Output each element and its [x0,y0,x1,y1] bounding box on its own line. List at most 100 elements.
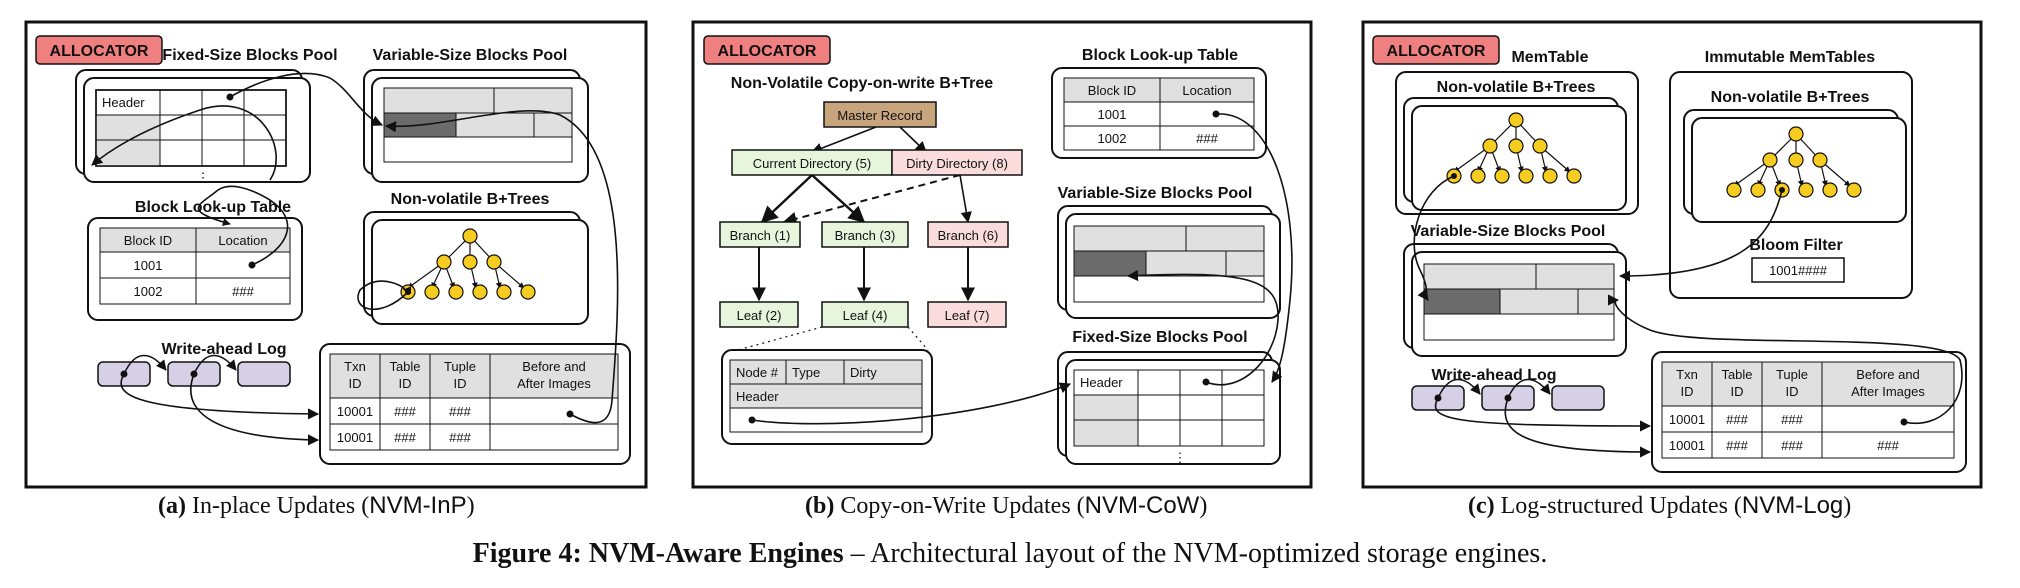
allocator-badge-c [1372,35,1500,65]
wal-c-col-table-2: ID [1731,384,1744,399]
lookup-table-b [1063,77,1255,151]
wal-row-1-table: ### [394,404,416,419]
branch-3-label: Branch (3) [835,228,896,243]
wal-col-table-2: ID [399,376,412,391]
leaf-header: Header [736,389,779,404]
caption-a-text: In-place Updates ( [191,493,370,519]
master-record-label: Master Record [837,108,922,123]
bloom-filter-box [1751,257,1845,283]
fixed-pool-dots-b: ⋮ [1174,450,1187,465]
caption-a-code: NVM-InP [369,492,467,519]
wal-c-row-2-table: ### [1726,438,1748,453]
wal-chain-a [97,354,291,387]
caption-c-code: NVM-Log [1741,492,1844,519]
caption-c-label: (c) [1468,493,1495,519]
leaf-4-label: Leaf (4) [843,308,888,323]
caption-a-label: (a) [158,493,186,519]
caption-c: (c) Log-structured Updates (NVM-Log) [1468,492,1851,520]
wal-c-col-tuple-2: ID [1786,384,1799,399]
lookup-table-a [99,227,291,305]
leaf-7-node [927,301,1007,328]
lookup-col-block-id: Block ID [124,233,172,248]
lookup-row-1001: 1001 [134,258,163,273]
wal-c-row-1-tuple: ### [1781,412,1803,427]
leaf-2-label: Leaf (2) [737,308,782,323]
allocator-label-c: ALLOCATOR [1387,43,1486,60]
panel-c: ALLOCATOR MemTable Non-volatile B+Trees … [1361,20,1983,489]
wal-col-before: Before and [522,359,586,374]
btrees-stack-a [371,219,589,325]
figure-dash: – [850,538,865,569]
leaf-4-node [821,301,909,328]
lookup-b-col-location: Location [1182,83,1231,98]
wal-c-row-1-txn: 10001 [1669,412,1705,427]
variable-pool-title-b: Variable-Size Blocks Pool [1058,185,1253,202]
memtable-title: MemTable [1511,49,1588,66]
wal-c-row-1-table: ### [1726,412,1748,427]
bloom-filter-value: 1001#### [1769,263,1828,278]
dirty-directory-node [891,149,1023,176]
leaf-col-type: Type [792,365,820,380]
cow-tree-nodes [719,101,1023,328]
caption-b-label: (b) [805,493,835,519]
dirty-directory-label: Dirty Directory (8) [906,156,1008,171]
wal-row-1-txn: 10001 [337,404,373,419]
wal-chain-c [1411,378,1605,411]
leaf-2-node [719,301,799,328]
wal-c-col-table: Table [1721,367,1752,382]
wal-row-2-txn: 10001 [337,430,373,445]
fixed-pool-header: Header [102,95,145,110]
lookup-row-1002: 1002 [134,284,163,299]
wal-col-txn-2: ID [349,376,362,391]
master-record-node [823,101,937,128]
lookup-col-location: Location [218,233,267,248]
cow-tree-edges [752,126,975,302]
bloom-filter-title: Bloom Filter [1749,237,1842,254]
wal-c-row-2-tuple: ### [1781,438,1803,453]
panel-a: ALLOCATOR Fixed-Size Blocks Pool Header … [24,20,648,489]
caption-b: (b) Copy-on-Write Updates (NVM-CoW) [805,492,1207,520]
wal-table-a [329,353,619,451]
fixed-pool-dots: ⋮ [197,170,210,185]
wal-title-a: Write-ahead Log [161,341,286,358]
figure-description: Architectural layout of the NVM-optimize… [870,538,1548,569]
wal-col-txn: Txn [344,359,366,374]
panel-a-connectors [91,72,619,446]
leaf-7-label: Leaf (7) [945,308,990,323]
wal-row-1-tuple: ### [449,404,471,419]
fixed-pool-header-b: Header [1080,375,1123,390]
variable-pool-blocks-c [1423,263,1615,341]
allocator-label: ALLOCATOR [50,43,149,60]
wal-row-2-tuple: ### [449,430,471,445]
wal-c-col-before: Before and [1856,367,1920,382]
figure-caption: Figure 4: NVM-Aware Engines – Architectu… [0,538,2020,570]
allocator-label-b: ALLOCATOR [718,43,817,60]
btree-c-imm [1726,126,1862,198]
wal-c-row-2-txn: 10001 [1669,438,1705,453]
wal-c-col-before-2: After Images [1851,384,1925,399]
panel-c-connectors [1413,175,1963,458]
variable-pool-title: Variable-Size Blocks Pool [373,47,568,64]
branch-3-node [821,221,909,248]
wal-row-2-table: ### [394,430,416,445]
wal-table-c [1661,361,1955,459]
branch-1-label: Branch (1) [730,228,791,243]
branch-6-label: Branch (6) [938,228,999,243]
caption-b-code: NVM-CoW [1084,492,1200,519]
figure-title: NVM-Aware Engines [588,538,844,569]
variable-pool-blocks-b [1073,225,1265,303]
wal-col-before-2: After Images [517,376,591,391]
caption-a: (a) In-place Updates (NVM-InP) [158,492,475,520]
leaf-4-zoom-lines [737,326,929,351]
lookup-b-hash: ### [1196,131,1218,146]
caption-b-text: Copy-on-Write Updates ( [840,493,1085,519]
panel-b-connectors [751,113,1293,425]
lookup-title-a: Block Look-up Table [135,199,291,216]
branch-1-node [719,221,801,248]
allocator-badge [35,35,163,65]
figure-label: Figure 4: [472,538,582,569]
wal-col-table: Table [389,359,420,374]
lookup-b-row-1001: 1001 [1098,107,1127,122]
cow-tree-title: Non-Volatile Copy-on-write B+Tree [731,75,994,92]
